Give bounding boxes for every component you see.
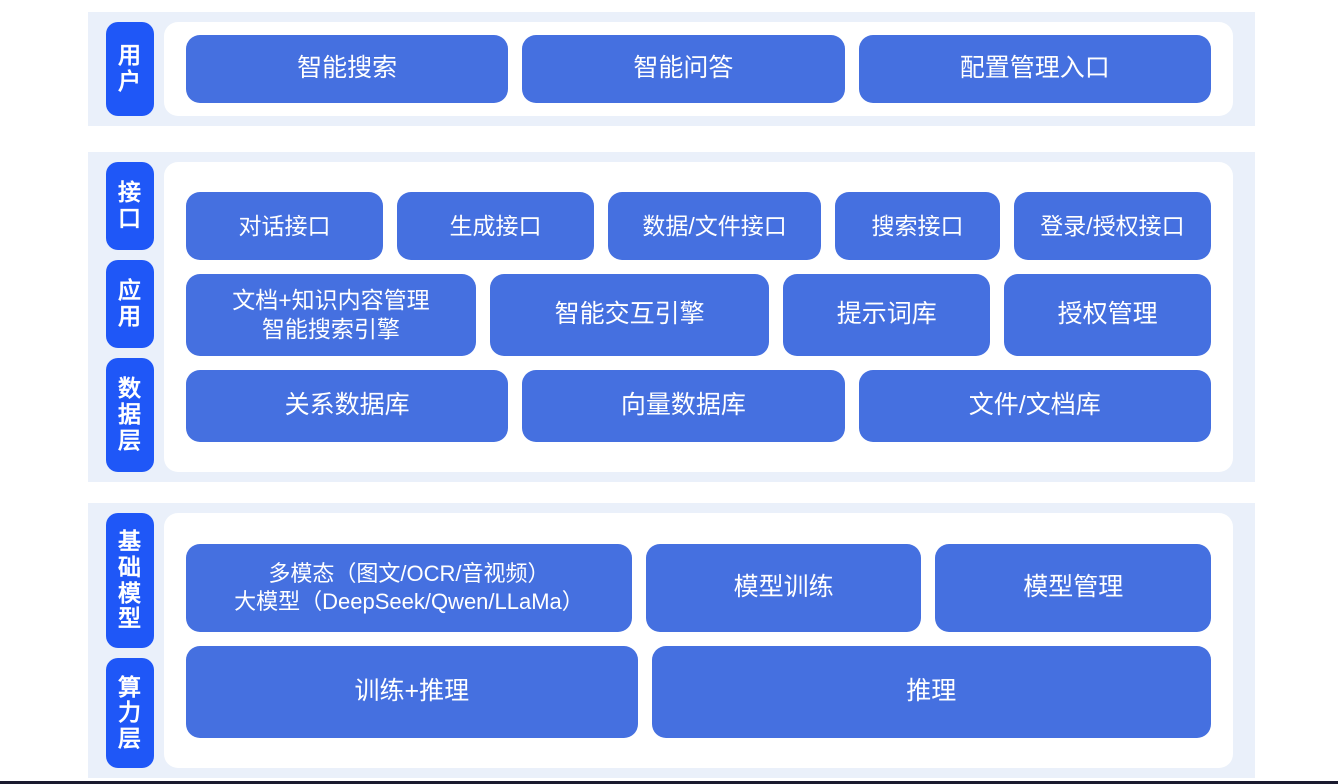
box-generation-api[interactable]: 生成接口 <box>397 192 595 260</box>
box-search-api[interactable]: 搜索接口 <box>835 192 1000 260</box>
box-relational-database[interactable]: 关系数据库 <box>186 370 509 442</box>
box-dialog-api[interactable]: 对话接口 <box>186 192 384 260</box>
row-application: 文档+知识内容管理 智能搜索引擎 智能交互引擎 提示词库 授权管理 <box>186 274 1211 356</box>
box-inference[interactable]: 推理 <box>651 645 1211 738</box>
row-compute: 训练+推理 推理 <box>186 645 1211 738</box>
layer-middle: 接口 应用 数据层 对话接口 生成接口 数据/文件接口 搜索接口 登录/授权接口… <box>88 152 1255 482</box>
layer-bottom-panel: 多模态（图文/OCR/音视频） 大模型（DeepSeek/Qwen/LLaMa）… <box>164 513 1233 768</box>
layer-label-data: 数据层 <box>106 358 154 472</box>
bottom-rule <box>0 781 1338 784</box>
box-vector-database[interactable]: 向量数据库 <box>522 370 845 442</box>
box-doc-knowledge-management[interactable]: 文档+知识内容管理 智能搜索引擎 <box>186 274 476 356</box>
box-data-file-api[interactable]: 数据/文件接口 <box>608 192 822 260</box>
box-authorization-management[interactable]: 授权管理 <box>1004 274 1211 356</box>
layer-label-interface: 接口 <box>106 162 154 251</box>
box-smart-qa[interactable]: 智能问答 <box>522 35 845 103</box>
layer-middle-label-column: 接口 应用 数据层 <box>88 162 164 472</box>
layer-bottom: 基础模型 算力层 多模态（图文/OCR/音视频） 大模型（DeepSeek/Qw… <box>88 503 1255 778</box>
row-foundation-model: 多模态（图文/OCR/音视频） 大模型（DeepSeek/Qwen/LLaMa）… <box>186 543 1211 632</box>
box-smart-interaction-engine[interactable]: 智能交互引擎 <box>489 274 770 356</box>
layer-user-label-column: 用户 <box>88 22 164 116</box>
layer-label-foundation-model: 基础模型 <box>106 513 154 649</box>
layer-label-application: 应用 <box>106 260 154 349</box>
row-data: 关系数据库 向量数据库 文件/文档库 <box>186 370 1212 442</box>
box-file-document-store[interactable]: 文件/文档库 <box>858 370 1212 442</box>
layer-middle-panel: 对话接口 生成接口 数据/文件接口 搜索接口 登录/授权接口 文档+知识内容管理… <box>164 162 1233 472</box>
box-model-training[interactable]: 模型训练 <box>645 543 922 632</box>
box-config-management-entry[interactable]: 配置管理入口 <box>858 35 1212 103</box>
box-training-and-inference[interactable]: 训练+推理 <box>186 645 638 738</box>
box-prompt-library[interactable]: 提示词库 <box>783 274 991 356</box>
box-login-auth-api[interactable]: 登录/授权接口 <box>1013 192 1211 260</box>
row-user-entries: 智能搜索 智能问答 配置管理入口 <box>186 35 1212 103</box>
layer-user-panel: 智能搜索 智能问答 配置管理入口 <box>164 22 1233 116</box>
row-interface: 对话接口 生成接口 数据/文件接口 搜索接口 登录/授权接口 <box>186 192 1211 260</box>
layer-user: 用户 智能搜索 智能问答 配置管理入口 <box>88 12 1255 126</box>
layer-bottom-label-column: 基础模型 算力层 <box>88 513 164 768</box>
box-model-management[interactable]: 模型管理 <box>935 543 1211 632</box>
layer-label-compute: 算力层 <box>106 658 154 768</box>
layer-label-user: 用户 <box>106 22 154 116</box>
box-smart-search[interactable]: 智能搜索 <box>186 35 509 103</box>
box-multimodal-large-model[interactable]: 多模态（图文/OCR/音视频） 大模型（DeepSeek/Qwen/LLaMa） <box>186 543 632 632</box>
